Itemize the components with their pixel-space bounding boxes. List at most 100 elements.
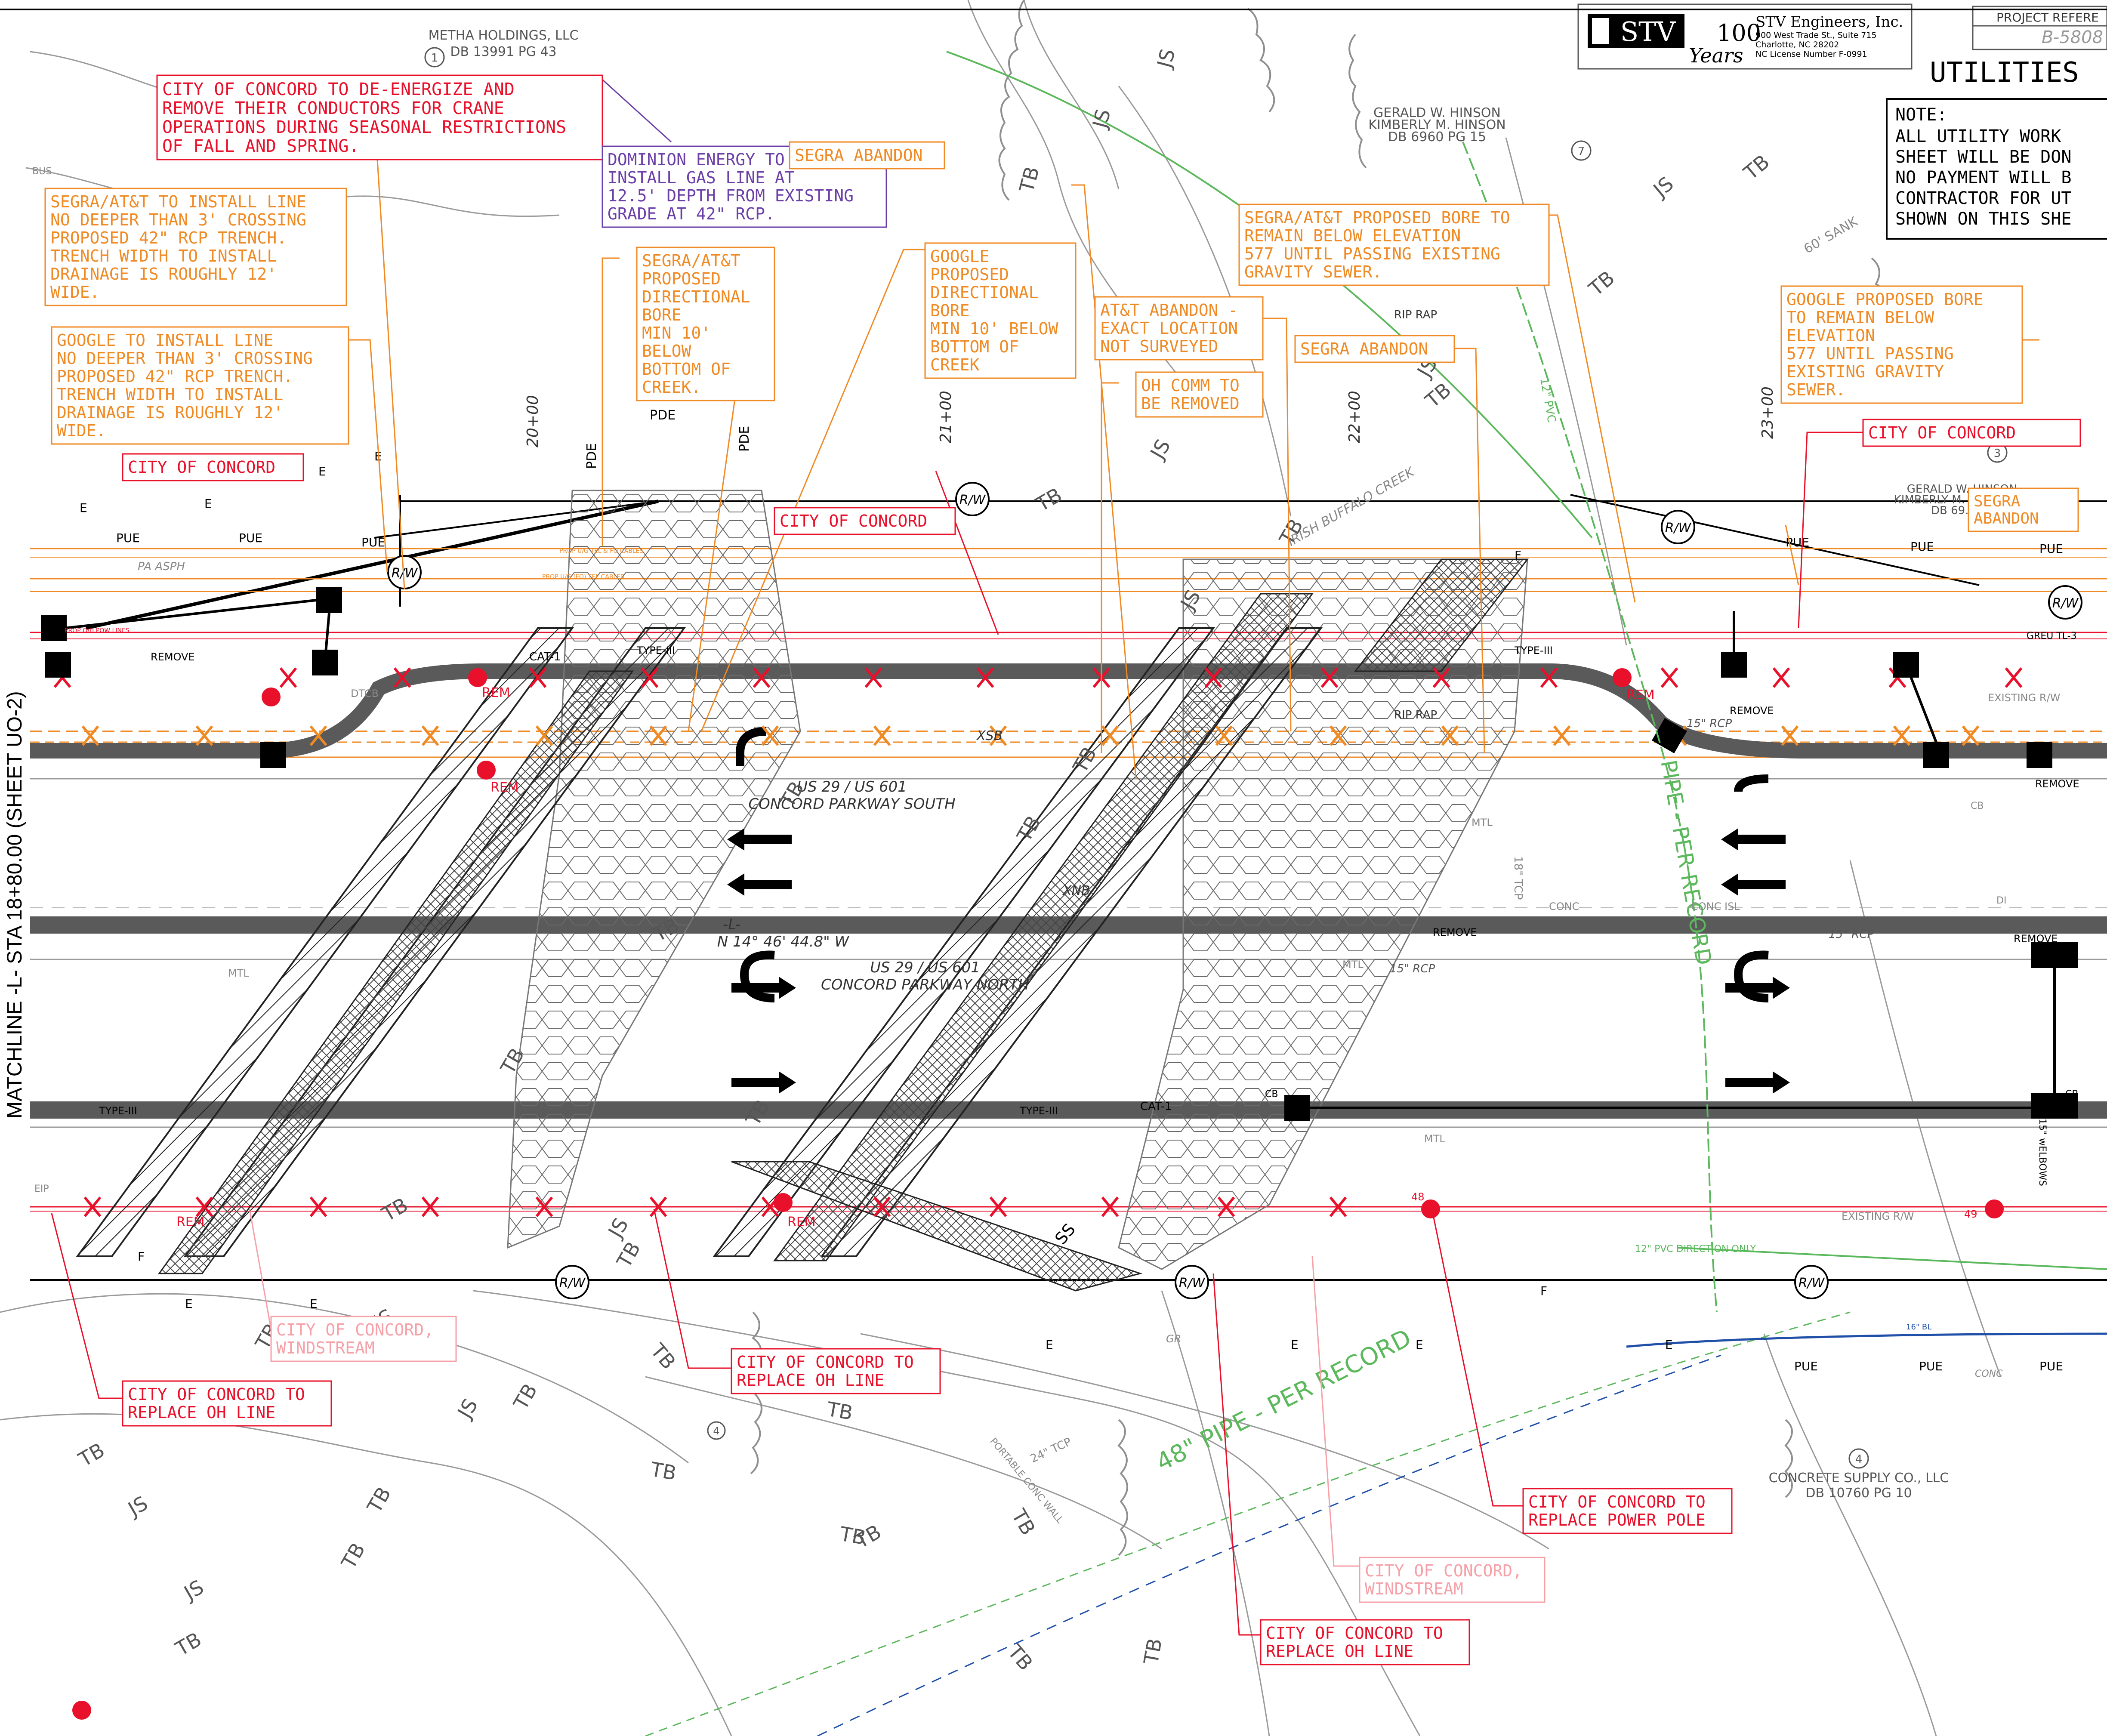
callout-12-line-0: SEGRA ABANDON [795,146,922,165]
x-comm-3 [421,725,439,746]
callout-box-8 [1294,335,1455,363]
callout-20-line-1: WINDSTREAM [1365,1579,1463,1598]
callout-2-line-1: NO DEEPER THAN 3' CROSSING [50,210,306,229]
road-bearing: N 14° 46' 44.8" W [717,933,850,950]
callout-box-10 [1780,285,2023,404]
callout-20-line-0: CITY OF CONCORD, [1365,1561,1522,1580]
matchline-label: MATCHLINE -L- STA 18+80.00 (SHEET UO-2) [3,691,26,1119]
project-reference-value: B-5808 [2042,28,2103,47]
callout-10-line-0: GOOGLE PROPOSED BORE [1786,290,1984,309]
rw-marker-label-5: R/W [1179,1276,1206,1291]
pole-9 [1923,742,1949,768]
callout-7-line-0: AT&T ABANDON - [1100,301,1238,320]
callout-1-line-3: GRADE AT 42" RCP. [608,204,775,223]
callout-8: SEGRA ABANDON [1294,335,1455,363]
note-line-1: ALL UTILITY WORK [1895,126,2061,146]
x-oh-1 [279,667,297,688]
road-labels: US 29 / US 601 CONCORD PARKWAY SOUTH US … [717,728,1090,993]
x-oh-4 [641,667,659,688]
type3-label-3: TYPE-III [99,1105,137,1117]
callout-13: CITY OF CONCORD [774,507,956,535]
di-label: DI [1996,895,2006,906]
remove-label-4: REMOVE [1433,926,1477,938]
property-1-line-2: DB 13991 PG 43 [450,44,556,59]
rem-label-4: REM [787,1215,816,1230]
callout-10-line-1: TO REMAIN BELOW [1786,308,1934,327]
mtl-label-3: MTL [1342,959,1364,971]
callout-18: CITY OF CONCORD,WINDSTREAM [270,1316,457,1362]
callout-17-line-1: REPLACE OH LINE [128,1403,275,1422]
rw-marker-label-2: R/W [1665,521,1692,536]
e-label-8: E [1291,1338,1299,1352]
x-comm-12 [1441,725,1459,746]
pole-11 [1284,1095,1310,1121]
pue-label-7: PUE [1794,1359,1818,1373]
callout-16-line-1: REPLACE OH LINE [737,1371,884,1390]
x-comm-10 [1215,725,1233,746]
x-oh-south-0 [83,1196,102,1217]
x-oh-13 [1660,667,1678,688]
pole-1 [41,615,67,641]
e-label-7: E [1046,1338,1053,1352]
callout-9-line-1: BE REMOVED [1141,394,1240,413]
rem-label-2: REM [491,780,519,795]
remove-label-5: REMOVE [2014,933,2058,945]
callout-4-line-2: DIRECTIONAL [642,287,750,306]
callout-5-line-2: DIRECTIONAL [930,283,1039,302]
pue-label-3: PUE [361,535,385,549]
x-comm-9 [1101,725,1119,746]
xsb-label: XSB [976,728,1003,743]
conc-isl-label: CONC ISL [1691,900,1740,913]
property-2-line-2: KIMBERLY M. HINSON [1368,117,1505,133]
pole-7 [1721,652,1747,678]
callout-2-line-0: SEGRA/AT&T TO INSTALL LINE [50,192,306,211]
pole-12 [2031,942,2078,968]
callout-16-line-0: CITY OF CONCORD TO [737,1353,914,1372]
callout-4-line-6: BOTTOM OF [642,360,731,379]
callout-4-line-3: BORE [642,305,682,324]
callout-box-19 [1522,1488,1733,1534]
callout-0-line-3: OF FALL AND SPRING. [162,136,359,156]
pole-49-label: 49 [1964,1208,1977,1220]
x-oh-11 [1432,667,1450,688]
note-box: NOTE: ALL UTILITY WORK SHEET WILL BE DON… [1886,98,2107,240]
callout-4-line-1: PROPOSED [642,269,721,288]
cb-label-1: CB [1265,1089,1278,1100]
type3-label-2: TYPE-III [1514,644,1553,657]
type3-label-4: TYPE-III [1019,1105,1058,1117]
cb-label-2: CB [2065,1089,2078,1100]
rw-marker-6 [1794,1265,1829,1299]
remove-label-2: REMOVE [1730,705,1774,717]
callout-7-line-2: NOT SURVEYED [1100,337,1219,356]
uturn-arrow-4 [1734,774,1769,792]
title-block: STV 100 Years STV Engineers, Inc. 900 We… [1577,3,2107,89]
property-4-line-2: DB 10760 PG 10 [1805,1486,1912,1501]
callout-10-line-2: ELEVATION [1786,326,1875,345]
rem-pole-4 [1613,668,1632,687]
callout-box-7 [1094,296,1264,361]
pole-13 [2031,1093,2078,1119]
x-comm-13 [1553,725,1571,746]
callout-3-line-4: DRAINAGE IS ROUGHLY 12' [57,403,283,422]
note-line-4: CONTRACTOR FOR UT [1895,188,2071,208]
callout-2-line-2: PROPOSED 42" RCP TRENCH. [50,228,287,247]
callout-19-line-1: REPLACE POWER POLE [1528,1511,1706,1529]
callout-21-line-0: CITY OF CONCORD TO [1266,1624,1443,1643]
pole-48-label: 48 [1411,1191,1425,1203]
road-south-line-1: US 29 / US 601 [797,778,907,796]
remove-label-1: REMOVE [151,651,195,663]
pole-2 [45,652,71,678]
x-comm-4 [535,725,553,746]
x-comm-7 [873,725,891,746]
pue-label-8: PUE [1919,1359,1943,1373]
x-comm-15 [1781,725,1799,746]
callout-5-line-6: CREEK [930,355,980,374]
greu-label: GREU TL-3 [2027,631,2077,641]
pde-label-3: PDE [737,426,752,452]
callout-14: CITY OF CONCORD [122,453,304,481]
